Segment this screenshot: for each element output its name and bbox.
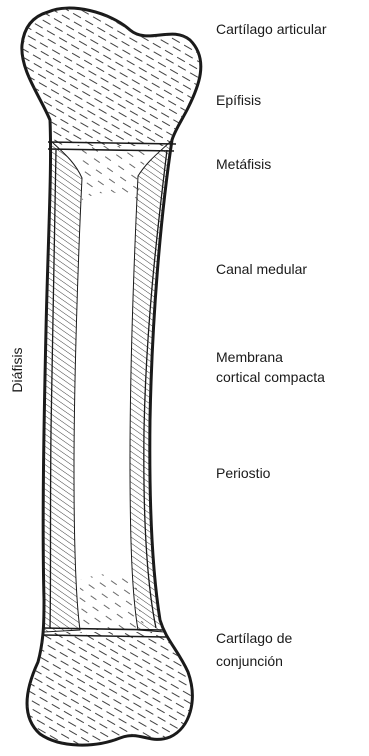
label-cartilago-conjuncion-line2: conjunción [216, 652, 283, 671]
label-cartilago-articular: Cartílago articular [216, 20, 327, 39]
metaphysis-distal [78, 574, 146, 630]
label-epifisis: Epífisis [216, 91, 261, 110]
label-canal-medular: Canal medular [216, 260, 307, 279]
label-metafisis: Metáfisis [216, 155, 271, 174]
label-cartilago-conjuncion-line1: Cartílago de [216, 629, 292, 648]
label-membrana-line2: cortical compacta [216, 368, 325, 387]
distal-epiphysis [0, 632, 369, 756]
label-membrana-line1: Membrana [216, 348, 283, 367]
label-periostio: Periostio [216, 464, 270, 483]
label-diafisis: Diáfisis [9, 340, 25, 400]
